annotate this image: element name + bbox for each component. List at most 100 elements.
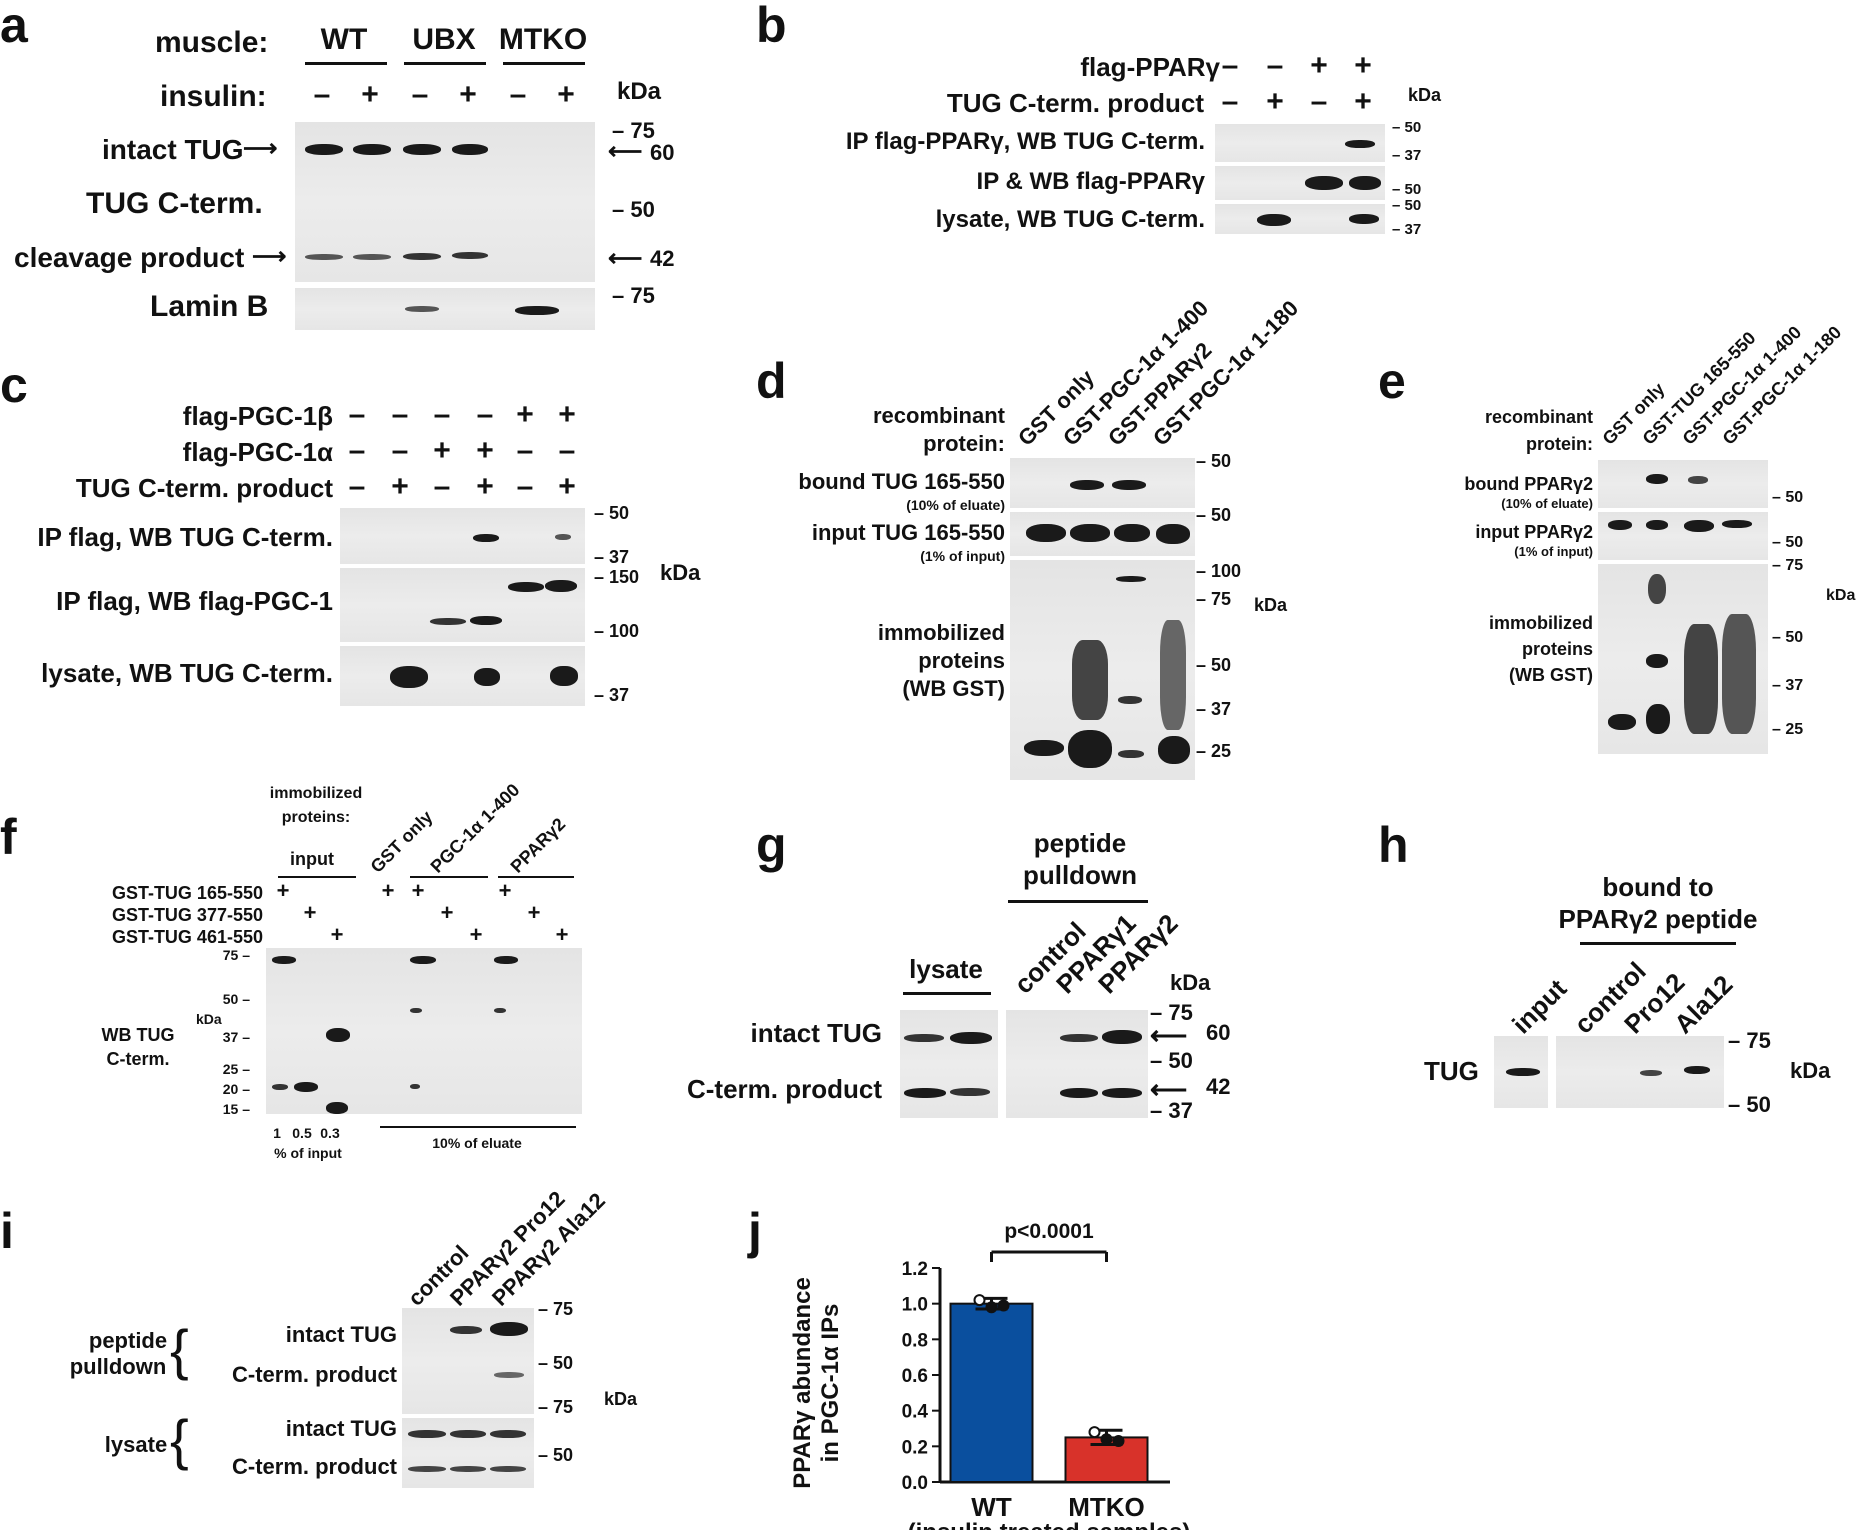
marker: – 75 xyxy=(538,1299,574,1319)
row-label: IP & WB flag-PPARγ xyxy=(976,168,1205,195)
row-label: GST-TUG 377-550 xyxy=(111,905,263,925)
sign: – xyxy=(558,434,576,467)
group-underline xyxy=(404,62,486,65)
immobilized-label: immobilized xyxy=(269,785,363,802)
row-label: IP flag, WB TUG C-term. xyxy=(37,522,333,552)
row-label: lysate, WB TUG C-term. xyxy=(935,206,1205,233)
arrow-icon: ⟵ xyxy=(1150,1074,1188,1104)
marker: – 50 xyxy=(612,197,655,222)
y-tick-label: 1.2 xyxy=(902,1259,928,1280)
percent-label: % of input xyxy=(274,1145,342,1161)
row-label: input TUG 165-550 xyxy=(811,520,1005,545)
row-sublabel: (10% of eluate) xyxy=(906,497,1005,513)
header-label: bound to xyxy=(1602,872,1714,902)
marker: – 50 xyxy=(538,1353,574,1373)
marker: 60 xyxy=(1206,1020,1231,1045)
panel-letter: d xyxy=(756,353,787,409)
sign: – xyxy=(348,470,366,503)
western-blot xyxy=(340,568,585,642)
marker: – 150 xyxy=(594,567,640,587)
marker: 75 – xyxy=(222,947,250,963)
sign: + xyxy=(1310,49,1328,82)
sign: – xyxy=(1221,49,1239,82)
recombinant-label: protein: xyxy=(1526,434,1593,454)
western-blot xyxy=(1215,204,1385,234)
row-label: intact TUG xyxy=(285,1322,397,1347)
row-sublabel: (1% of input) xyxy=(920,548,1005,564)
kda-label: kDa xyxy=(1170,970,1211,995)
group-label: pulldown xyxy=(69,1354,167,1379)
row-label: C-term. product xyxy=(232,1454,397,1479)
recombinant-label: recombinant xyxy=(872,403,1005,428)
row-label: bound PPARγ2 xyxy=(1464,474,1593,494)
marker: – 75 xyxy=(1150,1000,1193,1025)
kda-label: kDa xyxy=(660,560,701,585)
sign: – xyxy=(509,78,527,111)
western-blot xyxy=(1598,512,1768,560)
marker: 42 xyxy=(650,246,675,271)
muscle-label: muscle: xyxy=(155,26,269,59)
panel-letter: e xyxy=(1378,353,1406,409)
panel-letter: h xyxy=(1378,817,1409,873)
marker: – 50 xyxy=(538,1445,574,1465)
arrow-icon: ⟵ xyxy=(608,245,643,272)
western-blot xyxy=(1598,564,1768,754)
western-blot xyxy=(295,122,595,282)
sign: + xyxy=(459,78,477,111)
sign: + xyxy=(1354,85,1372,118)
row-label: immobilized xyxy=(1488,613,1593,633)
panel-letter: a xyxy=(0,0,28,53)
marker: – 50 xyxy=(1772,489,1804,506)
sign: + xyxy=(558,470,576,503)
marker: – 50 xyxy=(1772,629,1804,646)
group-underline xyxy=(278,876,356,878)
marker: – 75 xyxy=(538,1397,574,1417)
panel-letter: i xyxy=(0,1203,14,1259)
sign: + xyxy=(1354,49,1372,82)
western-blot xyxy=(1494,1036,1548,1108)
group-label: input xyxy=(290,849,334,869)
panel-letter: b xyxy=(756,0,787,53)
marker: 37 – xyxy=(222,1029,250,1045)
sign: + xyxy=(557,78,575,111)
data-point xyxy=(997,1299,1010,1312)
row-label: immobilized xyxy=(877,620,1005,645)
western-blot xyxy=(295,288,595,330)
sign: + xyxy=(391,470,409,503)
wb-label: WB TUG xyxy=(101,1025,175,1045)
data-point xyxy=(1112,1434,1125,1447)
western-blot xyxy=(402,1308,534,1414)
plus-sign: + xyxy=(469,922,483,947)
marker: 50 – xyxy=(222,991,250,1007)
marker: – 37 xyxy=(1392,147,1422,164)
arrow-icon: ⟵ xyxy=(608,138,643,165)
row-label: (WB GST) xyxy=(1509,665,1593,685)
western-blot xyxy=(1010,560,1195,780)
y-tick-label: 0.6 xyxy=(902,1366,928,1387)
western-blot xyxy=(340,646,585,706)
row-sublabel: (1% of input) xyxy=(1514,544,1593,559)
brace-icon: { xyxy=(170,1408,189,1471)
plus-sign: + xyxy=(555,922,569,947)
marker: – 75 xyxy=(612,118,655,143)
row-label: intact TUG xyxy=(102,134,244,165)
sign: – xyxy=(516,434,534,467)
percent: 0.5 xyxy=(292,1125,312,1141)
row-label: (WB GST) xyxy=(902,676,1005,701)
marker: – 50 xyxy=(1196,655,1232,675)
row-label: Lamin B xyxy=(150,290,269,323)
sign: – xyxy=(433,398,451,431)
row-label: input PPARγ2 xyxy=(1475,522,1593,542)
marker: – 37 xyxy=(1150,1098,1193,1123)
group-underline xyxy=(503,62,585,65)
row-label: GST-TUG 461-550 xyxy=(111,927,263,947)
insulin-label: insulin: xyxy=(160,80,267,113)
marker: – 75 xyxy=(612,283,655,308)
plus-sign: + xyxy=(276,878,290,903)
recombinant-label: recombinant xyxy=(1484,407,1593,427)
group-underline xyxy=(903,992,991,995)
marker: – 37 xyxy=(594,547,630,567)
row-label: TUG C-term. xyxy=(86,187,263,220)
marker: – 50 xyxy=(1196,505,1232,525)
